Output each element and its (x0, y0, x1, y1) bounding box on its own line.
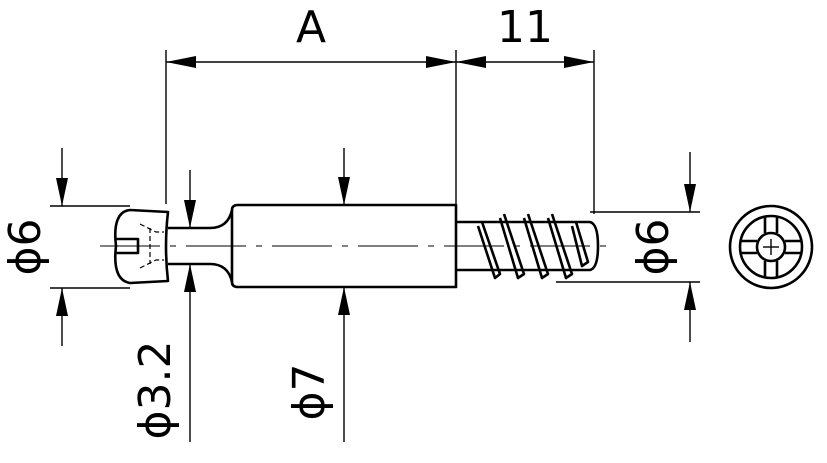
body-diameter-label: ϕ7 (284, 363, 335, 420)
dimension-head-diameter: ϕ6 (0, 148, 130, 346)
thread-flanks (476, 213, 590, 280)
head-recess-hidden (139, 223, 164, 269)
dimension-body-diameter: ϕ7 (284, 148, 350, 442)
end-view (728, 204, 814, 290)
bolt-head (114, 208, 170, 285)
head-diameter-label: ϕ6 (0, 218, 51, 275)
thread-core (456, 220, 600, 272)
thread-diameter-label: ϕ6 (628, 218, 679, 275)
dimension-a-label: A (296, 2, 326, 53)
dimension-a: A (165, 2, 457, 204)
dimension-neck-diameter: ϕ3.2 (130, 170, 196, 442)
dimension-11-label: 11 (497, 2, 553, 53)
neck-diameter-label: ϕ3.2 (130, 341, 181, 440)
bolt-outline (114, 203, 600, 289)
dimension-thread-length: 11 (456, 2, 595, 214)
head-slot (116, 237, 140, 255)
dimension-thread-diameter: ϕ6 (556, 152, 700, 342)
bolt-body (230, 203, 458, 289)
